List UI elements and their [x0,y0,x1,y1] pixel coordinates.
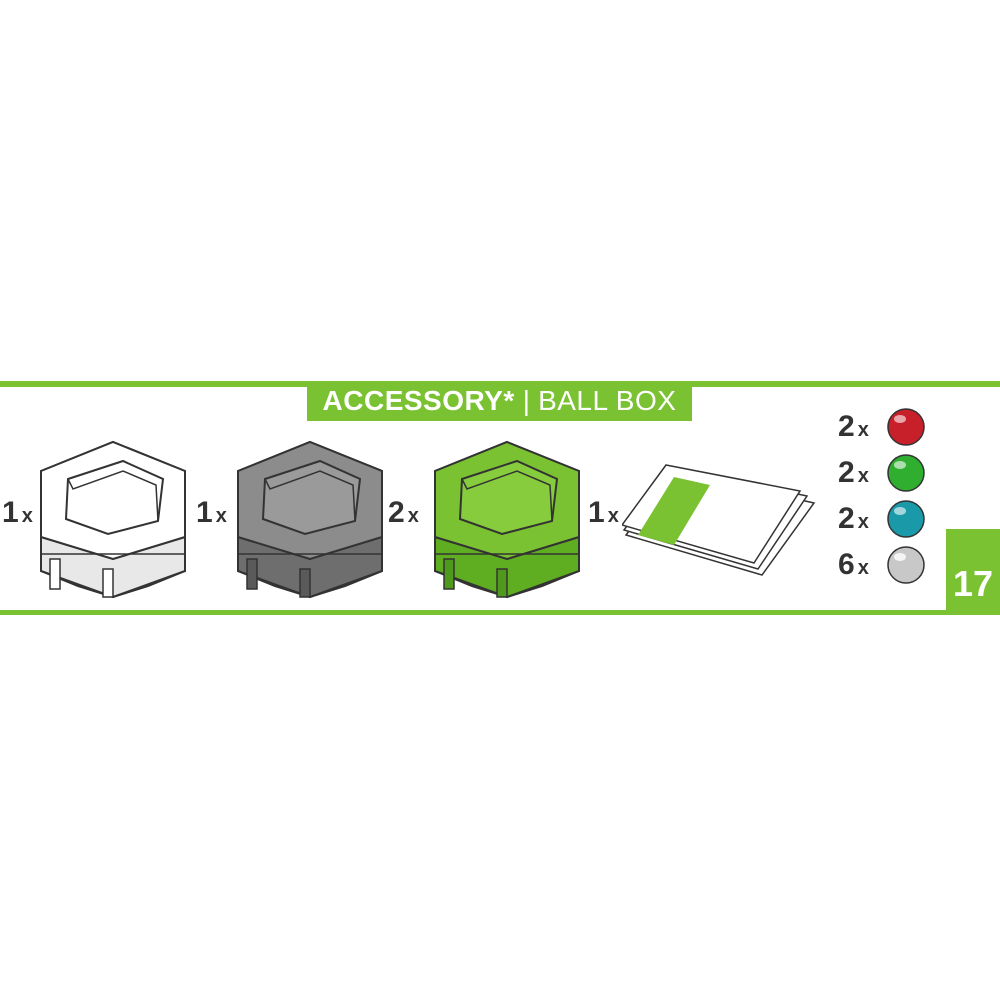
qty-number: 1 [2,496,19,529]
red-ball-icon [887,408,925,446]
white-hexagon-base-icon [40,440,186,599]
qty-number: 2 [838,456,855,489]
qty-unit: x [857,511,869,533]
qty-unit: x [857,557,869,579]
title-ball-box: BALL BOX [538,385,677,416]
silver-ball-icon [887,546,925,584]
gray-hexagon-base-icon [237,440,383,599]
title-separator: | [522,385,531,416]
qty-number: 2 [388,496,405,529]
qty-unit: x [215,505,227,527]
title-accessory: ACCESSORY* [322,385,515,416]
section-title: ACCESSORY* | BALL BOX [307,381,692,421]
qty-unit: x [857,419,869,441]
qty-unit: x [407,505,419,527]
qty-number: 1 [196,496,213,529]
qty-number: 6 [838,548,855,581]
page-number-badge: 17 [946,529,1000,611]
green-ball-icon [887,454,925,492]
qty-number: 2 [838,502,855,535]
page-number: 17 [952,563,994,604]
qty-unit: x [21,505,33,527]
qty-unit: x [607,505,619,527]
green-hexagon-base-icon [434,440,580,599]
qty-unit: x [857,465,869,487]
qty-number: 2 [838,410,855,443]
qty-number: 1 [588,496,605,529]
instruction-leaflet-icon [622,464,816,576]
bottom-rule [0,610,1000,615]
teal-ball-icon [887,500,925,538]
